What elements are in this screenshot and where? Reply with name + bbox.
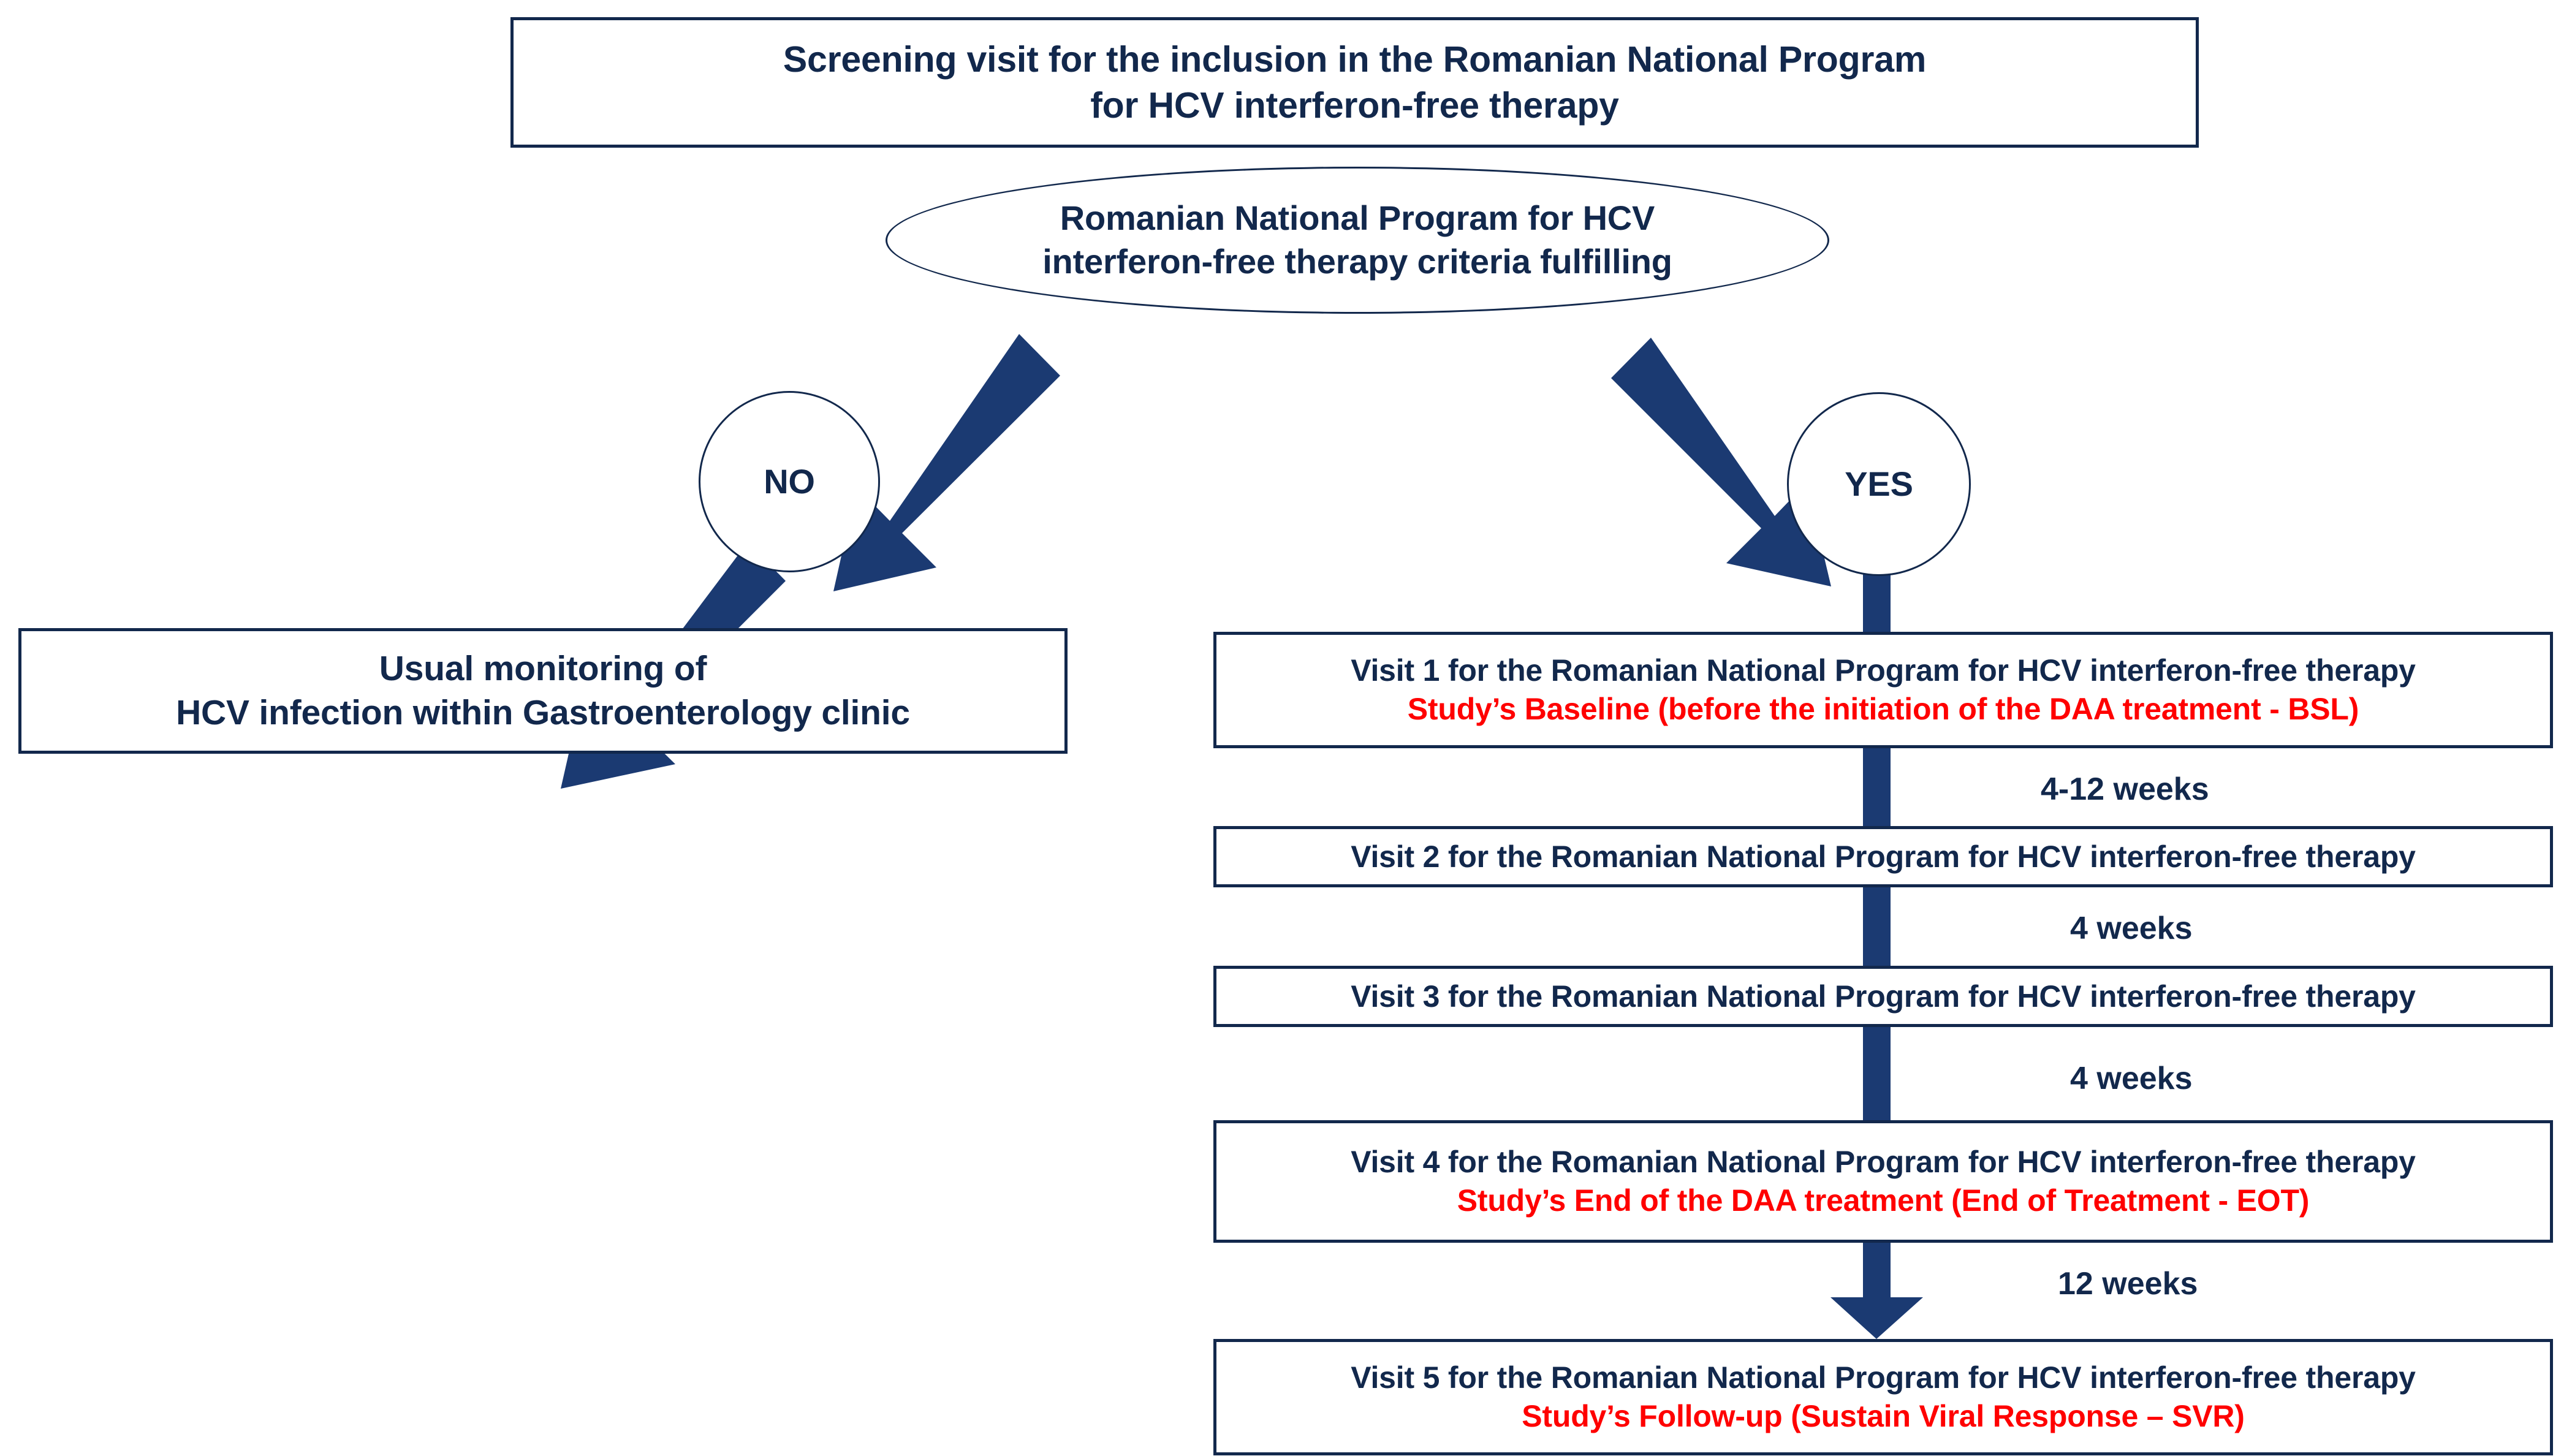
- interval-label-1: 4-12 weeks: [2041, 772, 2209, 807]
- visit-3-box: Visit 3 for the Romanian National Progra…: [1213, 966, 2553, 1027]
- visit-2-primary: Visit 2 for the Romanian National Progra…: [1351, 839, 2416, 874]
- usual-monitoring-line-1: Usual monitoring of: [379, 648, 707, 688]
- visit-4-secondary: Study’s End of the DAA treatment (End of…: [1457, 1183, 2310, 1218]
- branch-yes-circle: YES: [1787, 392, 1971, 576]
- interval-label-3: 4 weeks: [2070, 1061, 2193, 1096]
- visit-2-box: Visit 2 for the Romanian National Progra…: [1213, 826, 2553, 887]
- arrow-visit2-to-visit3: [1863, 887, 1891, 966]
- decision-line-1: Romanian National Program for HCV: [1060, 199, 1655, 238]
- visit-1-primary: Visit 1 for the Romanian National Progra…: [1351, 653, 2416, 688]
- visit-4-box: Visit 4 for the Romanian National Progra…: [1213, 1120, 2553, 1243]
- screening-visit-line-1: Screening visit for the inclusion in the…: [783, 39, 1927, 80]
- interval-label-2: 4 weeks: [2070, 911, 2193, 946]
- visit-1-box: Visit 1 for the Romanian National Progra…: [1213, 632, 2553, 748]
- visit-1-secondary: Study’s Baseline (before the initiation …: [1407, 692, 2359, 726]
- branch-yes-label: YES: [1845, 464, 1913, 503]
- interval-label-4: 12 weeks: [2058, 1266, 2198, 1302]
- branch-no-label: NO: [764, 461, 815, 501]
- usual-monitoring-box: Usual monitoring of HCV infection within…: [18, 628, 1068, 754]
- arrow-visit4-to-visit5: [1830, 1243, 1923, 1339]
- screening-visit-box: Screening visit for the inclusion in the…: [510, 17, 2199, 148]
- decision-criteria-ellipse: Romanian National Program for HCV interf…: [886, 167, 1829, 314]
- decision-line-2: interferon-free therapy criteria fulfill…: [1042, 242, 1672, 281]
- arrow-visit3-to-visit4: [1863, 1027, 1891, 1120]
- arrow-visit1-to-visit2: [1863, 746, 1891, 826]
- visit-5-secondary: Study’s Follow-up (Sustain Viral Respons…: [1522, 1399, 2245, 1433]
- visit-5-box: Visit 5 for the Romanian National Progra…: [1213, 1339, 2553, 1455]
- branch-no-circle: NO: [699, 391, 880, 572]
- visit-3-primary: Visit 3 for the Romanian National Progra…: [1351, 979, 2416, 1014]
- visit-4-primary: Visit 4 for the Romanian National Progra…: [1351, 1145, 2416, 1179]
- usual-monitoring-line-2: HCV infection within Gastroenterology cl…: [176, 692, 910, 732]
- visit-5-primary: Visit 5 for the Romanian National Progra…: [1351, 1360, 2416, 1395]
- screening-visit-line-2: for HCV interferon-free therapy: [1090, 85, 1619, 126]
